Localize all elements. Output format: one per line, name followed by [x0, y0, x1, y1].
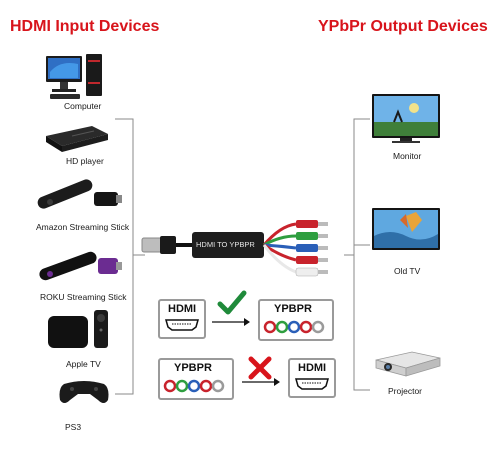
hdmi-port-icon — [165, 319, 199, 331]
unsupported-target-box: HDMI — [288, 358, 336, 398]
check-icon — [217, 290, 247, 315]
supported-target-box: YPBPR — [258, 299, 334, 341]
computer-icon — [46, 54, 102, 99]
input-label-roku-stick: ROKU Streaming Stick — [40, 292, 127, 302]
supported-arrow-icon — [212, 318, 250, 326]
cross-icon — [248, 356, 272, 380]
input-devices-heading: HDMI Input Devices — [10, 18, 160, 35]
hdmi-port-icon — [295, 378, 329, 390]
streaming-stick-icon — [37, 179, 122, 209]
hd-player-icon — [46, 126, 108, 152]
ps3-icon — [59, 381, 109, 403]
input-label-apple-tv: Apple TV — [66, 359, 101, 369]
output-label-monitor: Monitor — [393, 151, 422, 161]
unsupported-source-box: YPBPR — [158, 358, 234, 400]
converter-label: HDMI TO YPBPR — [196, 240, 255, 249]
supported-target-label: YPBPR — [274, 303, 312, 315]
output-devices-heading: YPbPr Output Devices — [318, 18, 488, 35]
unsupported-target-label: HDMI — [298, 362, 327, 374]
projector-icon — [375, 351, 441, 377]
component-ports-icon — [263, 320, 325, 334]
input-label-ps3: PS3 — [65, 422, 82, 432]
unsupported-source-label: YPBPR — [174, 362, 212, 374]
output-label-projector: Projector — [388, 386, 423, 396]
supported-source-label: HDMI — [168, 303, 197, 315]
output-label-old-tv: Old TV — [394, 266, 421, 276]
input-label-computer: Computer — [64, 101, 102, 111]
unsupported-arrow-icon — [242, 378, 280, 386]
roku-stick-icon — [39, 251, 122, 281]
component-ports-icon — [163, 379, 225, 393]
input-label-hd-player: HD player — [66, 156, 104, 166]
converter-cable-illustration — [141, 220, 328, 277]
supported-source-box: HDMI — [158, 299, 206, 339]
input-label-amazon-stick: Amazon Streaming Stick — [36, 222, 130, 232]
old-tv-icon — [372, 208, 440, 250]
monitor-icon — [372, 94, 440, 143]
apple-tv-icon — [48, 310, 108, 348]
